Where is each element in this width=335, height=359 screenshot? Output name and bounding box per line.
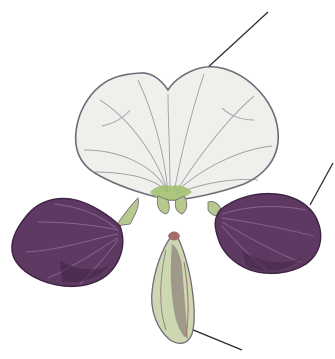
wing-petal-left: [12, 198, 139, 286]
standard-petal-blade: [76, 67, 279, 200]
leader-line-standard: [205, 12, 268, 70]
leader-line-wing: [310, 163, 333, 205]
keel-petal: [152, 232, 194, 344]
wing-left-claw: [116, 198, 139, 226]
wing-petal-right: [208, 194, 321, 274]
standard-petal: [76, 67, 279, 214]
leader-line-keel: [186, 327, 242, 350]
